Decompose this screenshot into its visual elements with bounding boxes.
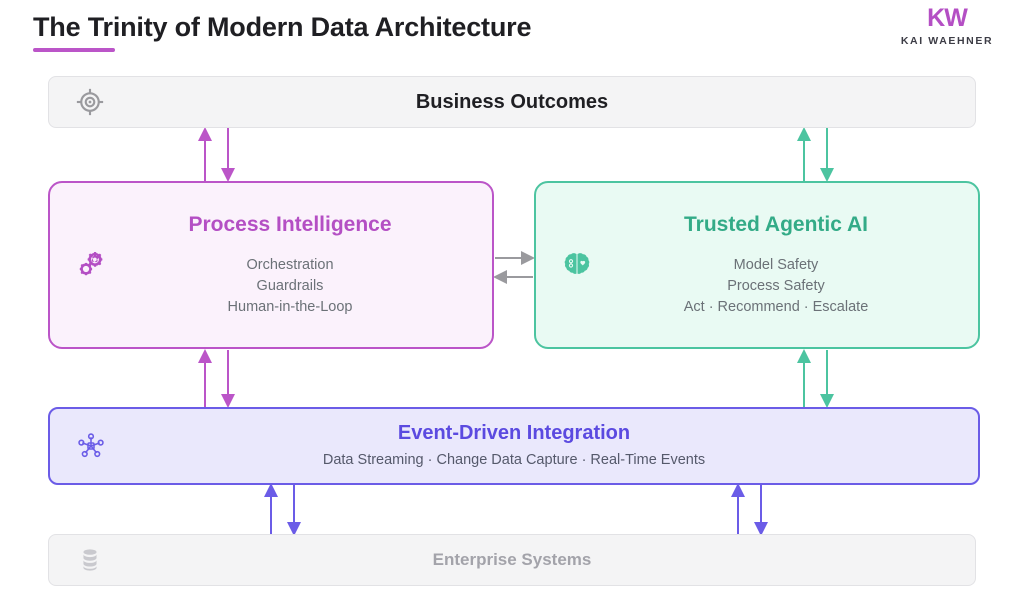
network-hub-icon	[74, 429, 108, 463]
layer-body: Trusted Agentic AI Model Safety Process …	[536, 212, 978, 318]
layer-subtitle: Model Safety Process Safety Act · Recomm…	[592, 255, 960, 318]
layer-title: Enterprise Systems	[432, 549, 592, 569]
layer-process-intelligence[interactable]: Process Intelligence Orchestration Guard…	[48, 181, 494, 349]
layer-subtitle-line: Orchestration	[246, 257, 334, 274]
layer-body: Enterprise Systems	[49, 550, 975, 570]
target-icon	[73, 85, 107, 119]
layer-subtitle-line: Model Safety	[733, 257, 819, 274]
layer-subtitle-line: Process Safety	[727, 278, 825, 295]
layer-body: Business Outcomes	[49, 90, 975, 114]
page-title: The Trinity of Modern Data Architecture	[33, 12, 532, 42]
layer-subtitle-line: Human-in-the-Loop	[227, 299, 353, 316]
connector-process-agentic	[493, 251, 535, 284]
layer-title: Process Intelligence	[188, 212, 392, 236]
layer-body: Event-Driven Integration Data Streaming …	[50, 421, 978, 471]
layer-subtitle: Orchestration Guardrails Human-in-the-Lo…	[106, 255, 474, 318]
brand-logo: KW KAI WAEHNER	[888, 4, 1006, 48]
layer-subtitle-line: Act · Recommend · Escalate	[683, 299, 869, 316]
connector-events-agentic	[797, 349, 834, 408]
brain-icon	[560, 248, 594, 282]
gears-icon	[74, 248, 108, 282]
layer-title: Business Outcomes	[415, 91, 609, 113]
connector-enterprise-events-right	[731, 483, 768, 536]
connector-process-outcomes	[198, 127, 235, 182]
layer-subtitle-line: Guardrails	[256, 278, 324, 295]
database-icon	[73, 543, 107, 577]
layer-subtitle: Data Streaming · Change Data Capture · R…	[322, 451, 706, 468]
layer-business-outcomes[interactable]: Business Outcomes	[48, 76, 976, 128]
layer-event-driven-integration[interactable]: Event-Driven Integration Data Streaming …	[48, 407, 980, 485]
layer-trusted-agentic-ai[interactable]: Trusted Agentic AI Model Safety Process …	[534, 181, 980, 349]
layer-body: Process Intelligence Orchestration Guard…	[50, 212, 492, 318]
brand-mark-kw: KW	[927, 4, 968, 32]
connector-events-process	[198, 349, 235, 408]
layer-title: Trusted Agentic AI	[684, 212, 868, 236]
connector-enterprise-events-left	[264, 483, 301, 536]
layer-enterprise-systems[interactable]: Enterprise Systems	[48, 534, 976, 586]
layer-title: Event-Driven Integration	[397, 421, 631, 444]
title-underline-rule	[33, 48, 115, 52]
connector-agentic-outcomes	[797, 127, 834, 182]
brand-name-text: KAI WAEHNER	[900, 35, 994, 47]
